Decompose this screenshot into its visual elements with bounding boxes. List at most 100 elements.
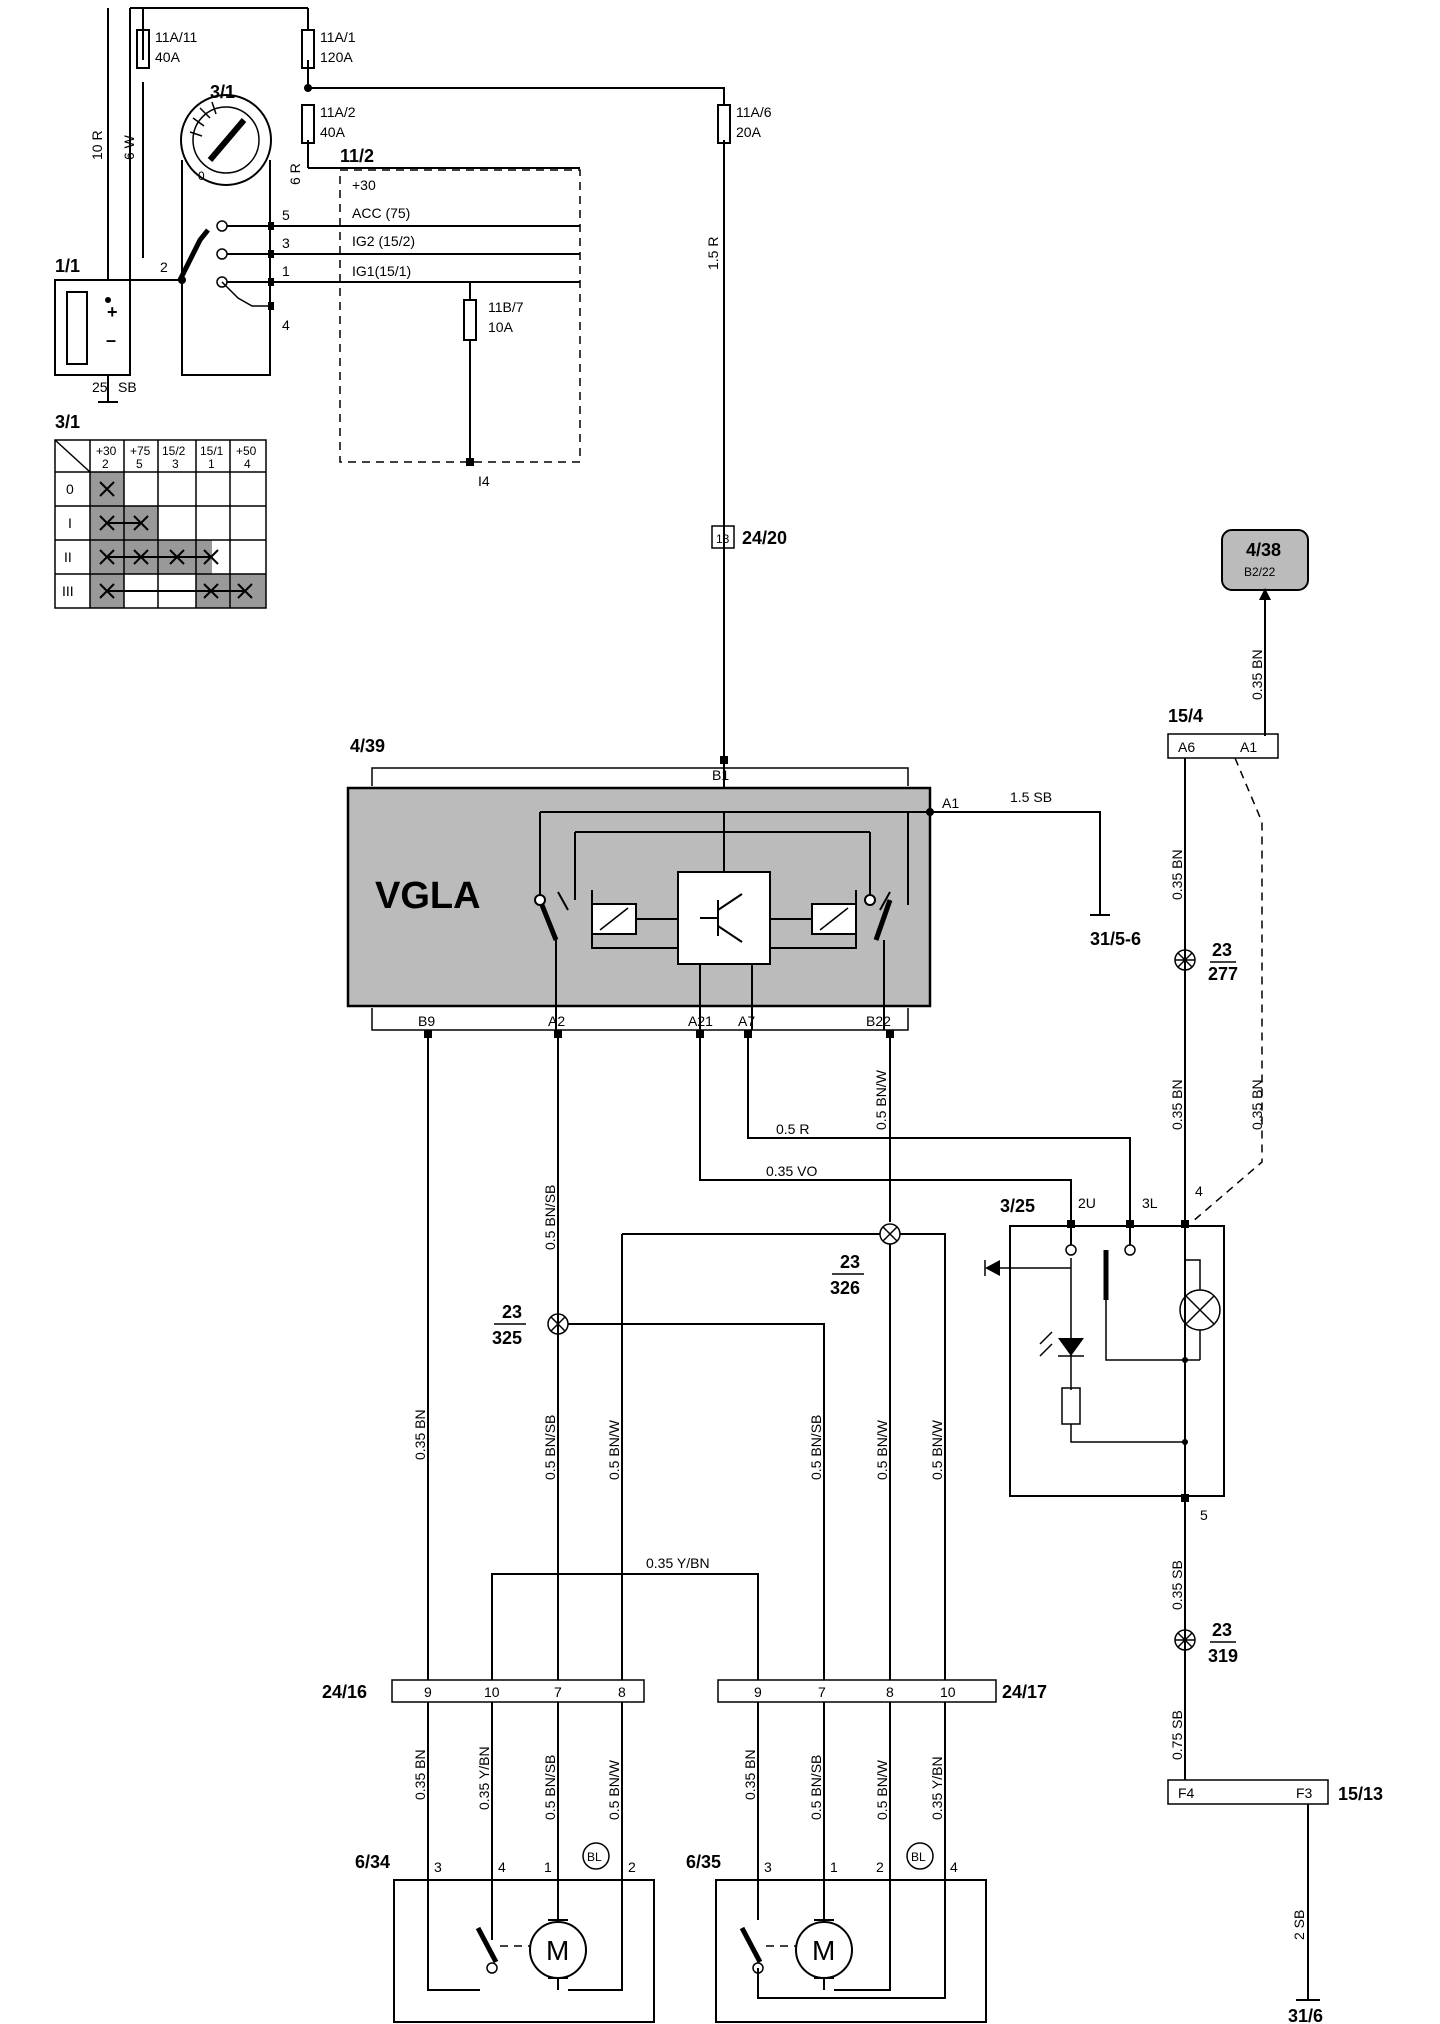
fuse-11a1-id: 11A/1 [320,29,356,45]
table-h-152: 15/2 [162,444,186,458]
module-id: 4/39 [350,736,385,756]
ground-31-5-6: 31/5-6 [1090,929,1141,949]
connector-15-13-label: 15/13 [1338,1784,1383,1804]
wire-15r: 1.5 R [705,237,721,270]
wire-05bnsb-r: 0.5 BN/SB [808,1415,824,1480]
m1-pin-3: 3 [434,1859,442,1875]
wire-035bn-top: 0.35 BN [1249,649,1265,700]
sw325-pin-5: 5 [1200,1507,1208,1523]
fuse-11a11-rating: 40A [155,49,181,65]
relay-line-30: +30 [352,177,376,193]
connector-15-13 [1167,1779,1329,1805]
module-ref-sub: B2/22 [1244,565,1276,579]
battery-label: 1/1 [55,256,80,276]
wire-10r: 10 R [89,130,105,160]
c2416-p8: 8 [618,1684,626,1700]
wire-035bn-a: 0.35 BN [1169,849,1185,900]
bulb-277-den: 277 [1208,964,1238,984]
m2-wire-035bn: 0.35 BN [742,1749,758,1800]
led-icon [1058,1338,1084,1356]
ignition-key-icon [180,94,272,186]
wire-075sb: 0.75 SB [1169,1710,1185,1760]
table-p-3: 3 [172,457,179,471]
fuse-11a2-id: 11A/2 [320,104,356,120]
table-p-2: 2 [102,457,109,471]
module-pin-b9: B9 [418,1013,435,1029]
c2417-p10: 10 [940,1684,956,1700]
fuse-11a1 [301,29,315,69]
table-p-1: 1 [208,457,215,471]
switch-table: +30 +75 15/2 15/1 +50 2 5 3 1 4 0 I II I… [54,439,267,609]
wire-035ybn: 0.35 Y/BN [646,1555,710,1571]
battery-plus: + [107,302,118,322]
battery-minus: – [106,330,116,350]
wire-05r: 0.5 R [776,1121,809,1137]
module-ref-id: 4/38 [1246,540,1281,560]
module-pin-a1: A1 [942,795,959,811]
c2416-p7: 7 [554,1684,562,1700]
m1-wire-035ybn: 0.35 Y/BN [476,1746,492,1810]
m2-wire-035ybn: 0.35 Y/BN [929,1756,945,1820]
bulb-23-319 [1174,1629,1196,1651]
wire-05bnw-r: 0.5 BN/W [874,1419,890,1480]
table-h-75: +75 [130,444,151,458]
connector-24-16 [391,1679,645,1703]
connector-24-17-label: 24/17 [1002,1682,1047,1702]
switch-pin-2: 2 [160,259,168,275]
wire-05bnsb-a2: 0.5 BN/SB [542,1185,558,1250]
bulb-319-num: 23 [1212,1620,1232,1640]
conn-15-13-f4: F4 [1178,1785,1195,1801]
module-pin-a7: A7 [738,1013,755,1029]
fuse-11a6-rating: 20A [736,124,762,140]
junction-label: 24/20 [742,528,787,548]
m1-wire-035bn: 0.35 BN [412,1749,428,1800]
table-h-30: +30 [96,444,117,458]
table-h-50: +50 [236,444,257,458]
fuse-11b7-rating: 10A [488,319,514,335]
bulb-325-den: 325 [492,1328,522,1348]
wire-035bn-b: 0.35 BN [1169,1079,1185,1130]
relay-line-ig1: IG1(15/1) [352,263,411,279]
module-pin-b1: B1 [712,767,729,783]
m2-wire-05bnsb: 0.5 BN/SB [808,1755,824,1820]
wire-15sb: 1.5 SB [1010,789,1052,805]
switch-table-title: 3/1 [55,412,80,432]
wire-05bnw-l: 0.5 BN/W [606,1419,622,1480]
c2417-p9: 9 [754,1684,762,1700]
switch-pin-5: 5 [282,207,290,223]
relay-line-acc: ACC (75) [352,205,410,221]
m2-pin-2: 2 [876,1859,884,1875]
wire-035bn-b9: 0.35 BN [412,1409,428,1460]
fuse-11a1-rating: 120A [320,49,353,65]
wire-05bnw-b22: 0.5 BN/W [873,1069,889,1130]
switch-3-25-label: 3/25 [1000,1196,1035,1216]
relay-line-ig2: IG2 (15/2) [352,233,415,249]
c2417-p8: 8 [886,1684,894,1700]
switch-pin-3: 3 [282,235,290,251]
table-h-151: 15/1 [200,444,224,458]
wire-05bnw-r2: 0.5 BN/W [929,1419,945,1480]
bulb-319-den: 319 [1208,1646,1238,1666]
fuse-11a2-rating: 40A [320,124,346,140]
m1-wire-05bnsb: 0.5 BN/SB [542,1755,558,1820]
c2417-p7: 7 [818,1684,826,1700]
wire-2sb: 2 SB [1291,1910,1307,1940]
junction-pin: 13 [716,532,730,546]
wire-035sb: 0.35 SB [1169,1560,1185,1610]
fuse-11a11-id: 11A/11 [155,29,198,45]
switch-pin-4: 4 [282,317,290,333]
wire-05bnsb-l: 0.5 BN/SB [542,1415,558,1480]
m1-wire-05bnw: 0.5 BN/W [606,1759,622,1820]
m2-pin-4: 4 [950,1859,958,1875]
connector-15-4 [1167,733,1279,759]
battery-wire-color: SB [118,379,137,395]
m2-pin-3: 3 [764,1859,772,1875]
battery-wire-pin: 25 [92,379,108,395]
connector-15-4-label: 15/4 [1168,706,1203,726]
motor-left-badge [582,1842,610,1870]
module-pin-a21: A21 [688,1013,713,1029]
switch-pin-1: 1 [282,263,290,279]
table-row-1: I [68,515,72,531]
ignition-switch-label: 3/1 [210,82,235,102]
